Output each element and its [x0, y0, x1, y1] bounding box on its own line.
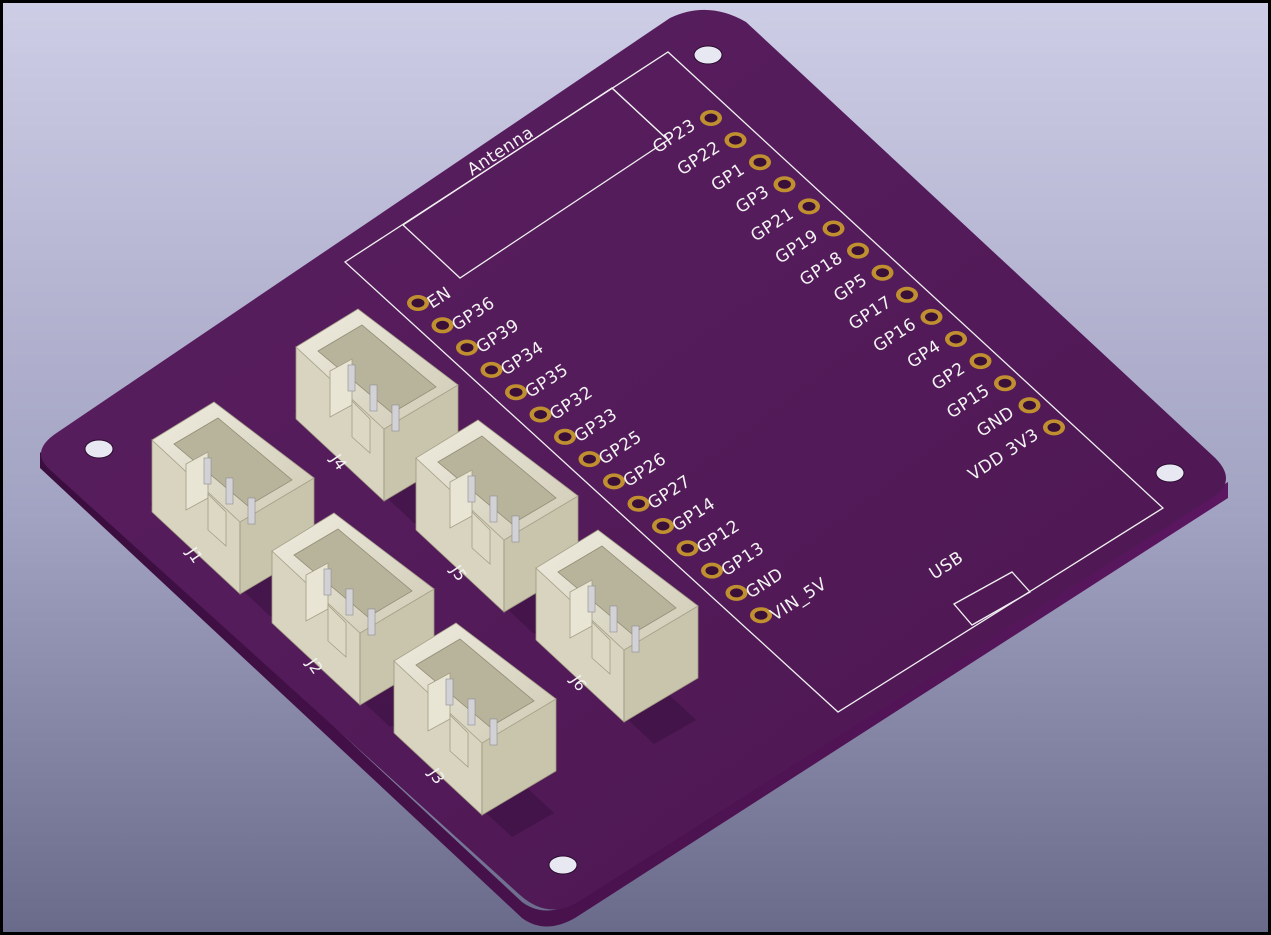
connector-pin: [511, 515, 520, 543]
pin-drill: [876, 268, 889, 278]
pin-drill: [974, 356, 987, 366]
pin-drill: [949, 334, 963, 344]
connector-pin: [489, 495, 498, 523]
pin-drill: [509, 387, 523, 397]
board-top-face: [40, 9, 1226, 910]
mounting-holes: [84, 45, 1185, 875]
connector-latch: [327, 604, 347, 658]
connector-pin: [467, 698, 476, 726]
connector-latch: [351, 400, 371, 454]
pin-drill: [705, 566, 719, 576]
pin-drill: [411, 298, 425, 308]
pin-drill: [460, 343, 474, 353]
pin-drill: [1047, 422, 1061, 432]
connector-cavity: [317, 324, 437, 414]
pin-drill: [704, 113, 718, 123]
connector-latch: [207, 493, 227, 547]
pin-drill: [632, 499, 645, 509]
pin-drill: [534, 410, 547, 419]
connector-pin: [367, 608, 376, 636]
connector-pin: [445, 678, 454, 706]
connector-j4: J4: [294, 308, 459, 523]
connector-cavity: [415, 638, 535, 728]
connector-pin: [631, 625, 640, 653]
connector-pin: [369, 384, 378, 412]
pin-drill: [607, 476, 621, 486]
connector-pin: [345, 588, 354, 616]
pin-drill: [778, 179, 791, 189]
connector-pin: [347, 364, 356, 392]
connector-pin: [467, 475, 476, 503]
mounting-hole: [84, 439, 114, 459]
pin-drill: [900, 290, 914, 300]
module-outline: [343, 51, 1165, 713]
pin-drill: [729, 135, 742, 145]
connector-latch: [471, 511, 491, 565]
connector-pin: [203, 457, 212, 485]
pin-drill: [753, 157, 767, 167]
connector-pin: [225, 477, 234, 505]
connector-cavity: [437, 435, 557, 525]
connector-latch: [591, 621, 611, 675]
connector-latch: [449, 714, 469, 768]
pin-drill: [802, 201, 816, 211]
mounting-hole: [693, 45, 723, 65]
connector-j1: J1: [150, 401, 315, 616]
pin-drill: [998, 378, 1012, 388]
pin-drill: [558, 432, 572, 442]
mounting-hole: [548, 855, 578, 875]
connector-pin: [323, 568, 332, 596]
pin-drill: [730, 588, 743, 598]
pin-drill: [925, 312, 938, 322]
connector-j5: J5: [414, 419, 579, 634]
connector-cavity: [173, 417, 293, 507]
connector-j2: J2: [270, 512, 435, 727]
connector-pin: [247, 497, 256, 525]
pin-drill: [1023, 400, 1036, 410]
connector-j3: J3: [392, 622, 557, 837]
board-edge-left: [40, 452, 1228, 927]
connector-pin: [489, 718, 498, 746]
pin-drill: [754, 610, 768, 620]
pin-drill: [436, 320, 449, 330]
connector-pin: [609, 605, 618, 633]
pin-drill: [681, 543, 694, 553]
pin-drill: [583, 454, 596, 464]
pin-drill: [851, 246, 865, 256]
connector-cavity: [557, 545, 677, 635]
pin-drill: [827, 224, 840, 233]
connector-j6: J6: [534, 529, 699, 744]
connector-cavity: [293, 528, 413, 618]
pin-drill: [485, 365, 498, 375]
mounting-hole: [1155, 463, 1185, 483]
pin-drill: [656, 521, 670, 531]
connector-pin: [391, 404, 400, 432]
connector-pin: [587, 585, 596, 613]
